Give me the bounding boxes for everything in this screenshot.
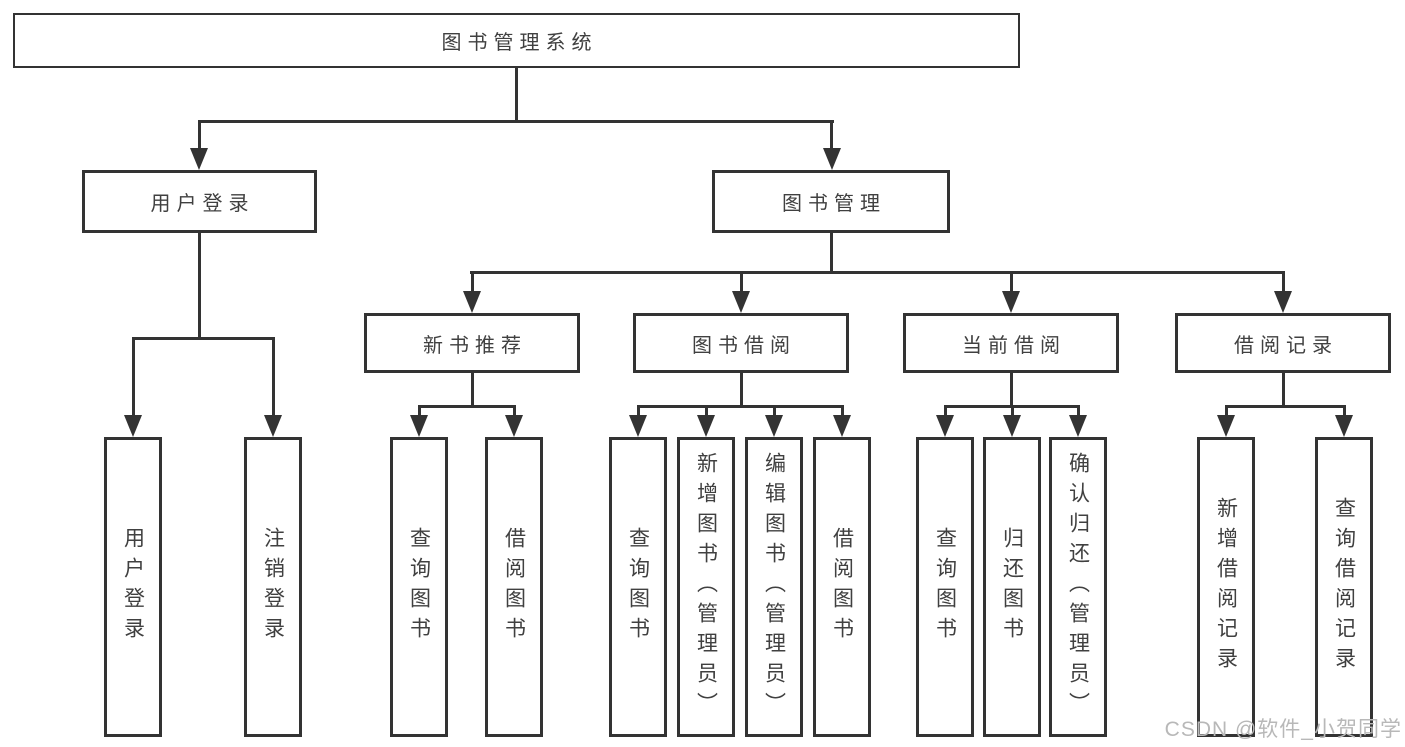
leaf-edit-book-admin: 编辑图书（管理员） — [745, 437, 803, 737]
arrow-to-leaf-add-record — [1224, 405, 1228, 415]
arrow-to-leaf-edit-book — [772, 405, 776, 415]
arrow-to-leaf-query-books-3 — [943, 405, 947, 415]
connector-current-borrow-stem — [1009, 371, 1013, 408]
node-label: 图书管理 — [782, 193, 886, 215]
arrow-to-leaf-user-login — [131, 337, 135, 415]
arrow-to-leaf-query-record — [1342, 405, 1346, 415]
csdn-watermark: CSDN @软件_小贺同学 — [1164, 718, 1402, 741]
connector-user-login-stem — [198, 231, 201, 339]
node-label: 新书推荐 — [423, 334, 527, 357]
leaf-confirm-return-admin: 确认归还（管理员） — [1049, 437, 1107, 737]
connector-new-book-hbar — [417, 405, 516, 408]
arrow-to-user-login — [197, 120, 201, 148]
node-label: 借阅记录 — [1234, 334, 1338, 357]
connector-borrow-records-stem — [1281, 371, 1285, 408]
leaf-label: 用户登录 — [121, 527, 145, 647]
node-current-borrow: 当前借阅 — [903, 313, 1119, 373]
leaf-label: 借阅图书 — [502, 527, 526, 647]
connector-root-hbar — [197, 120, 834, 123]
leaf-borrow-books-1: 借阅图书 — [485, 437, 543, 737]
node-borrow-records: 借阅记录 — [1175, 313, 1391, 373]
leaf-logout: 注销登录 — [244, 437, 302, 737]
arrow-to-current-borrow — [1009, 271, 1013, 291]
arrow-to-leaf-query-books-2 — [636, 405, 640, 415]
leaf-add-book-admin: 新增图书（管理员） — [677, 437, 735, 737]
leaf-label: 编辑图书（管理员） — [762, 452, 786, 722]
leaf-label: 查询借阅记录 — [1332, 497, 1356, 677]
leaf-query-books-2: 查询图书 — [609, 437, 667, 737]
node-label: 图书借阅 — [692, 334, 796, 357]
leaf-label: 注销登录 — [261, 527, 285, 647]
arrow-to-leaf-query-books-1 — [417, 405, 421, 415]
leaf-add-borrow-record: 新增借阅记录 — [1197, 437, 1255, 737]
leaf-borrow-books-2: 借阅图书 — [813, 437, 871, 737]
arrow-to-leaf-borrow-books-2 — [840, 405, 844, 415]
connector-root-stem — [514, 66, 518, 123]
node-book-borrow: 图书借阅 — [633, 313, 849, 373]
connector-book-management-stem — [830, 231, 833, 273]
arrow-to-new-book-recommend — [470, 271, 474, 291]
arrow-to-book-borrow — [739, 271, 743, 291]
node-root-label: 图书管理系统 — [441, 32, 598, 54]
leaf-label: 查询图书 — [407, 527, 431, 647]
arrow-to-leaf-return-book — [1010, 405, 1014, 415]
arrow-to-book-management — [830, 120, 833, 148]
arrow-to-borrow-records — [1281, 271, 1285, 291]
leaf-label: 查询图书 — [626, 527, 650, 647]
connector-new-book-stem — [470, 371, 474, 408]
leaf-return-book: 归还图书 — [983, 437, 1041, 737]
node-label: 用户登录 — [150, 193, 255, 215]
leaf-label: 归还图书 — [1000, 527, 1024, 647]
connector-user-login-hbar — [131, 337, 275, 340]
leaf-label: 确认归还（管理员） — [1066, 452, 1090, 722]
arrow-to-leaf-add-book — [704, 405, 708, 415]
node-root: 图书管理系统 — [13, 13, 1020, 68]
node-book-management: 图书管理 — [712, 170, 950, 233]
node-label: 当前借阅 — [962, 334, 1066, 357]
connector-book-borrow-hbar — [636, 405, 844, 408]
node-user-login: 用户登录 — [82, 170, 317, 233]
leaf-label: 新增借阅记录 — [1214, 497, 1238, 677]
arrow-to-leaf-confirm-return — [1076, 405, 1080, 415]
leaf-label: 查询图书 — [933, 527, 957, 647]
node-new-book-recommend: 新书推荐 — [364, 313, 580, 373]
leaf-query-books-3: 查询图书 — [916, 437, 974, 737]
connector-book-management-hbar — [470, 271, 1284, 274]
connector-borrow-records-hbar — [1224, 405, 1346, 408]
leaf-query-borrow-record: 查询借阅记录 — [1315, 437, 1373, 737]
leaf-label: 借阅图书 — [830, 527, 854, 647]
arrow-to-leaf-logout — [271, 337, 275, 415]
leaf-label: 新增图书（管理员） — [694, 452, 718, 722]
arrow-to-leaf-borrow-books-1 — [512, 405, 516, 415]
leaf-user-login: 用户登录 — [104, 437, 162, 737]
connector-book-borrow-stem — [739, 371, 743, 408]
leaf-query-books-1: 查询图书 — [390, 437, 448, 737]
